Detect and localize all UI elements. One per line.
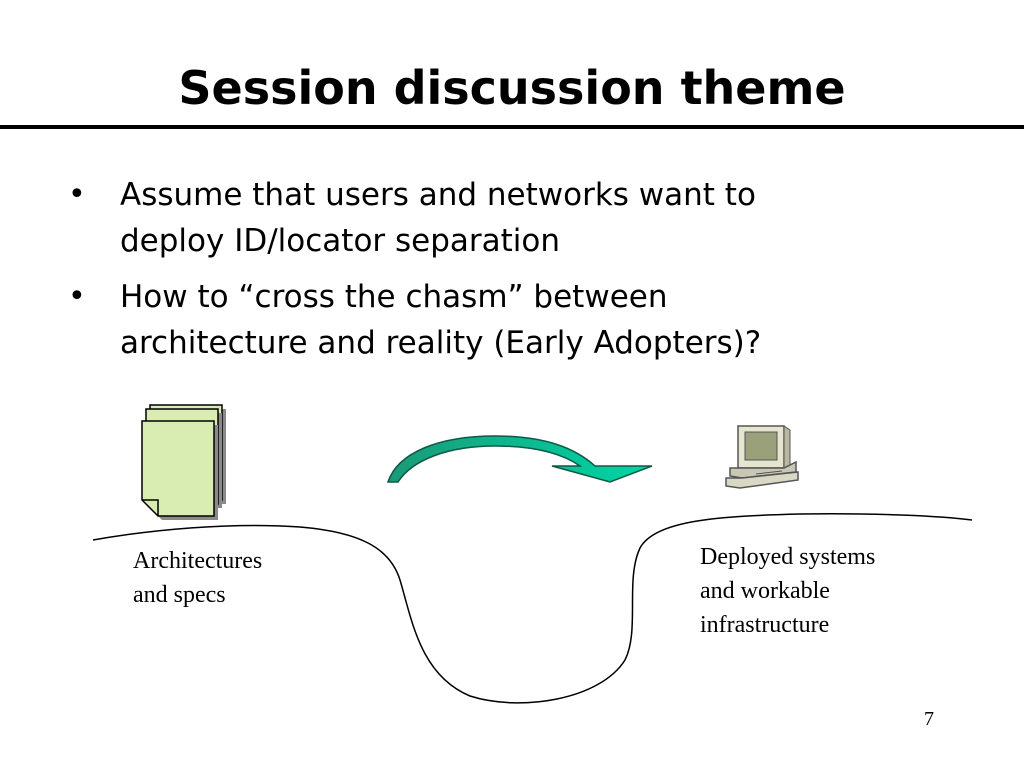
bullet-text-line: How to “cross the chasm” between: [120, 279, 668, 315]
bullet-marker: •: [68, 279, 86, 314]
slide-title: Session discussion theme: [178, 61, 846, 115]
right-caption: Deployed systems and workable infrastruc…: [700, 540, 875, 642]
bullet-marker: •: [68, 177, 86, 212]
caption-line: Deployed systems: [700, 544, 876, 570]
caption-line: infrastructure: [700, 612, 830, 638]
documents-stack-icon: [141, 404, 226, 520]
bullet-text-line: deploy ID/locator separation: [120, 223, 561, 259]
caption-line: Architectures: [133, 548, 263, 574]
chasm-outline: [92, 513, 973, 704]
bullet-item: • Assume that users and networks want to…: [60, 172, 960, 264]
bullet-item: • How to “cross the chasm” between archi…: [60, 274, 960, 366]
curved-arrow-icon: [386, 435, 653, 483]
bullet-list: • Assume that users and networks want to…: [60, 172, 960, 376]
title-underline: [0, 125, 1024, 129]
left-caption: Architectures and specs: [133, 544, 262, 612]
caption-line: and workable: [700, 578, 830, 604]
bullet-text-line: Assume that users and networks want to: [120, 177, 756, 213]
bullet-text-line: architecture and reality (Early Adopters…: [120, 325, 762, 361]
desktop-computer-icon: [725, 425, 799, 489]
page-number: 7: [924, 708, 934, 730]
caption-line: and specs: [133, 582, 226, 608]
